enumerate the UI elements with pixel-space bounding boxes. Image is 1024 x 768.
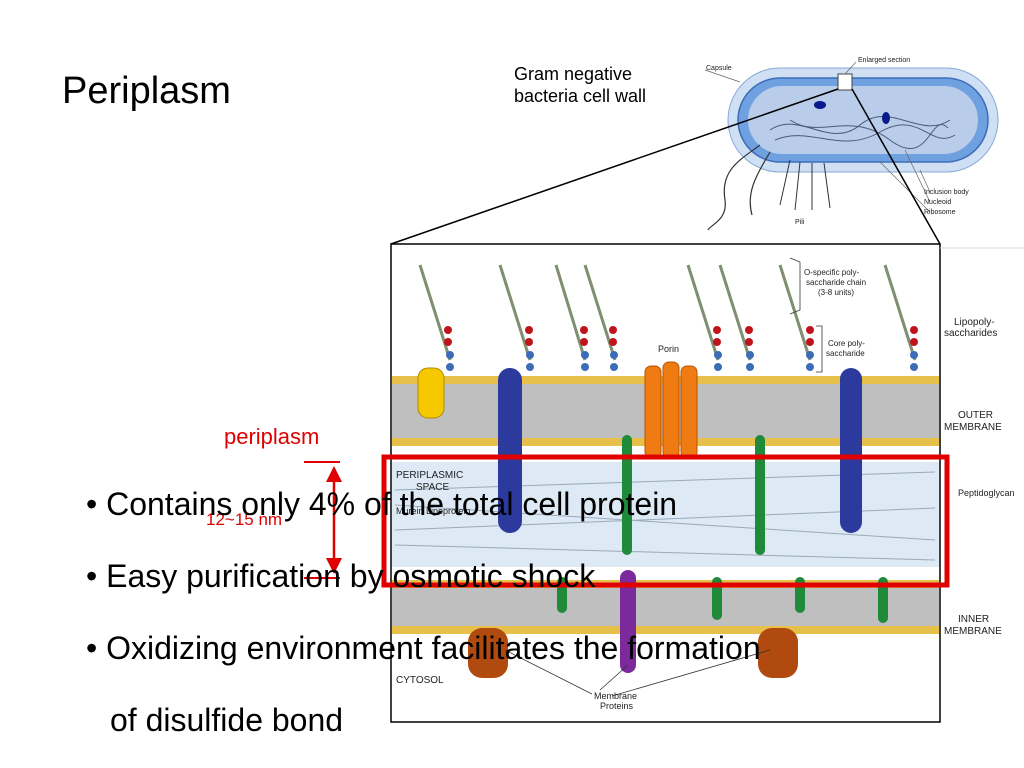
inner-membrane-tails <box>392 588 939 626</box>
bullet-item-1: • Contains only 4% of the total cell pro… <box>86 486 678 522</box>
label-core-1: Core poly- <box>828 339 865 348</box>
callout-lines <box>704 61 931 213</box>
label-o-specific-3: (3-8 units) <box>818 288 854 297</box>
flagellum-2 <box>749 151 771 216</box>
label-outer-membrane-1: OUTER <box>958 410 993 421</box>
bacterium-illustration: Capsule Enlarged section Inclusion body … <box>704 57 999 231</box>
label-lipopolysaccharides-1: Lipopoly- <box>954 317 995 328</box>
cell-caption-line-1: Gram negative <box>514 64 633 84</box>
bullet-item-2: • Easy purification by osmotic shock <box>86 558 596 594</box>
label-cytosol: CYTOSOL <box>396 675 444 686</box>
label-membrane-proteins-1: Membrane <box>594 691 637 701</box>
outer-blue-protein-left <box>498 368 522 533</box>
thickness-arrow-head-down <box>326 558 342 574</box>
label-porin: Porin <box>658 344 679 354</box>
outer-blue-protein-right <box>840 368 862 533</box>
enlarged-section-box <box>837 73 853 91</box>
membrane-proteins-callout <box>504 649 771 697</box>
label-nucleoid: Nucleoid <box>924 199 951 206</box>
label-membrane-proteins-2: Proteins <box>600 701 634 711</box>
bullet-item-3-continuation: of disulfide bond <box>110 702 344 738</box>
core-bracket <box>816 325 823 373</box>
label-outer-membrane-2: MEMBRANE <box>944 422 1002 433</box>
inner-membrane-bottom-heads <box>392 626 939 634</box>
inner-brown-protein-left <box>468 628 508 678</box>
label-peptidoglycan: Peptidoglycan <box>958 488 1015 498</box>
label-enlarged-section: Enlarged section <box>858 57 910 64</box>
inclusion-body-1 <box>814 101 826 109</box>
bacterium-cytoplasm <box>748 86 978 154</box>
zoom-line-left <box>390 88 839 245</box>
thickness-arrow-head-up <box>326 466 342 482</box>
label-inner-membrane-2: MEMBRANE <box>944 626 1002 637</box>
cell-caption: Gram negative bacteria cell wall <box>514 63 646 107</box>
outer-yellow-protein <box>417 367 445 419</box>
membrane-panel: O-specific poly- saccharide chain (3-8 u… <box>390 243 1024 723</box>
pili-lines <box>779 159 831 211</box>
label-murein-lipoprotein: Murein Lipoprotein <box>396 506 471 516</box>
thickness-label: 12~15 nm <box>206 510 283 529</box>
periplasm-label: periplasm <box>224 424 320 449</box>
nucleoid-strands <box>769 115 956 149</box>
label-lipopolysaccharides-2: saccharides <box>944 328 997 339</box>
label-o-specific-1: O-specific poly- <box>804 268 859 277</box>
label-periplasmic-space-2: SPACE <box>416 482 449 493</box>
peptidoglycan-strands <box>394 471 936 561</box>
label-capsule: Capsule <box>706 65 732 72</box>
cell-caption-line-2: bacteria cell wall <box>514 86 647 106</box>
o-specific-bracket <box>789 257 801 315</box>
label-o-specific-2: saccharide chain <box>806 278 866 287</box>
zoom-line-right <box>851 88 941 245</box>
bullet-item-3: • Oxidizing environment facilitates the … <box>86 630 761 666</box>
lps-core-beads <box>444 326 918 371</box>
label-inner-membrane-1: INNER <box>958 614 989 625</box>
label-ribosome: Ribosome <box>924 209 956 216</box>
periplasm-highlight-box <box>381 454 950 588</box>
label-inclusion-body: Inclusion body <box>924 189 969 196</box>
label-core-2: saccharide <box>826 349 865 358</box>
inclusion-body-2 <box>882 112 890 124</box>
label-pili: Pili <box>795 219 805 226</box>
porin-protein <box>644 361 698 459</box>
label-periplasmic-space-1: PERIPLASMIC <box>396 470 463 481</box>
slide-title: Periplasm <box>62 70 231 112</box>
inner-brown-protein-right <box>758 628 798 678</box>
flagellum <box>707 144 761 231</box>
